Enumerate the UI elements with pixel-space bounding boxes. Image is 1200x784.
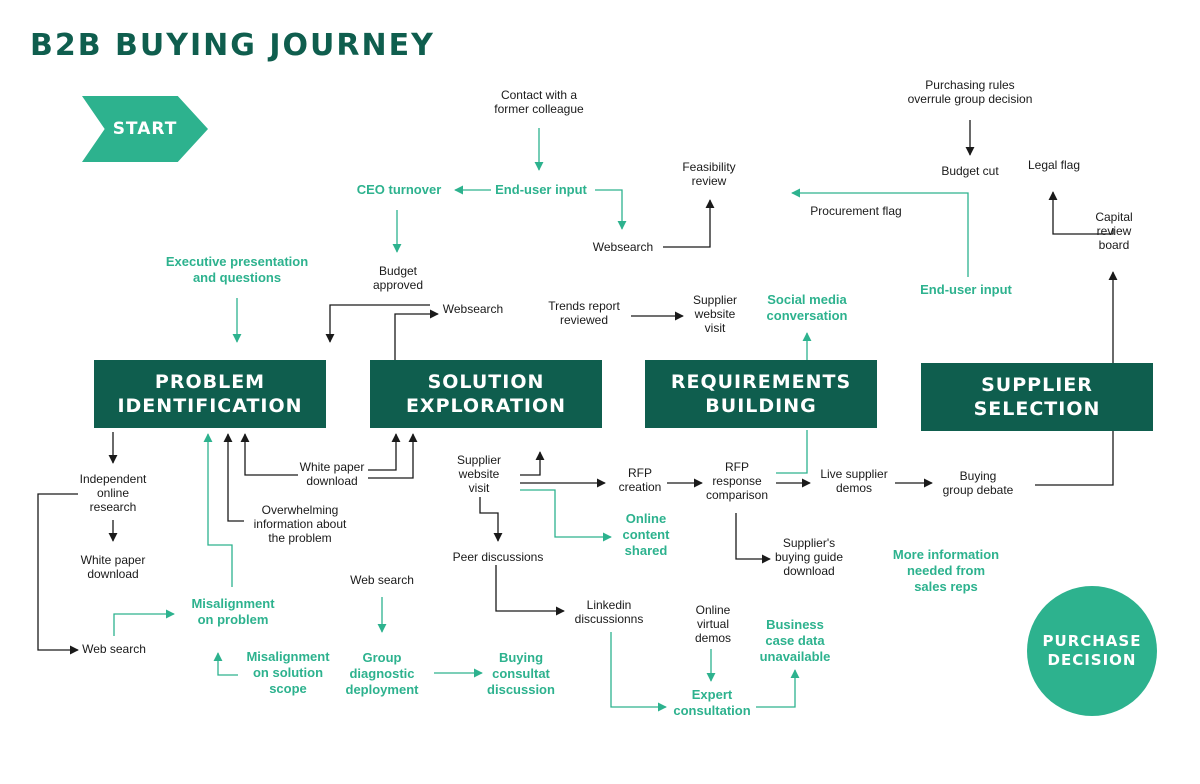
node-more-information-needed: More information needed from sales reps (892, 547, 1000, 594)
node-live-supplier-demos: Live supplier demos (820, 467, 888, 495)
node-ceo-turnover: CEO turnover (356, 182, 442, 197)
node-buying-consultant-discussion: Buying consultat discussion (487, 650, 555, 697)
node-end-user-input-1: End-user input (495, 182, 587, 197)
node-procurement-flag: Procurement flag (810, 204, 902, 218)
node-linkedin-discussions: Linkedin discussionns (574, 598, 644, 626)
node-business-case-data: Business case data unavailable (759, 617, 831, 664)
node-purchasing-rules: Purchasing rules overrule group decision (907, 78, 1033, 106)
node-buying-guide-download: Supplier's buying guide download (774, 536, 844, 578)
node-rfp-creation: RFP creation (618, 466, 662, 494)
node-budget-cut: Budget cut (941, 164, 999, 178)
node-online-content-shared: Online content shared (622, 511, 670, 558)
node-group-diagnostic-deployment: Group diagnostic deployment (345, 650, 419, 697)
stage-supplier-selection: SUPPLIER SELECTION (921, 363, 1153, 431)
node-buying-group-debate: Buying group debate (942, 469, 1014, 497)
node-web-search-1: Web search (82, 642, 146, 656)
node-websearch-1: Websearch (592, 240, 654, 254)
node-supplier-website-visit-2: Supplier website visit (456, 453, 502, 495)
node-overwhelming-information: Overwhelming information about the probl… (253, 503, 347, 545)
node-trends-report: Trends report reviewed (548, 299, 620, 327)
node-misalignment-on-problem: Misalignment on problem (191, 596, 275, 627)
node-expert-consultation: Expert consultation (673, 687, 751, 718)
node-legal-flag: Legal flag (1027, 158, 1081, 172)
stage-requirements-building: REQUIREMENTS BUILDING (645, 360, 877, 428)
node-misalignment-on-solution-scope: Misalignment on solution scope (246, 649, 330, 696)
page-title: B2B BUYING JOURNEY (30, 28, 435, 63)
node-web-search-2: Web search (350, 573, 414, 587)
node-online-virtual-demos: Online virtual demos (694, 603, 732, 645)
node-end-user-input-2: End-user input (920, 282, 1012, 297)
node-executive-presentation: Executive presentation and questions (165, 254, 309, 285)
node-capital-review-board: Capital review board (1095, 210, 1133, 252)
node-white-paper-download-1: White paper download (80, 553, 146, 581)
purchase-decision-marker: PURCHASE DECISION (1027, 586, 1157, 716)
node-peer-discussions: Peer discussions (452, 550, 544, 564)
node-contact-colleague: Contact with a former colleague (494, 88, 584, 116)
node-independent-online-research: Independent online research (79, 472, 147, 514)
stage-problem-identification: PROBLEM IDENTIFICATION (94, 360, 326, 428)
node-supplier-website-visit-1: Supplier website visit (692, 293, 738, 335)
node-budget-approved: Budget approved (372, 264, 424, 292)
node-social-media-conversation: Social media conversation (766, 292, 848, 323)
node-rfp-response-comparison: RFP response comparison (705, 460, 769, 502)
stage-solution-exploration: SOLUTION EXPLORATION (370, 360, 602, 428)
node-websearch-2: Websearch (442, 302, 504, 316)
node-feasibility-review: Feasibility review (682, 160, 736, 188)
node-white-paper-download-2: White paper download (299, 460, 365, 488)
